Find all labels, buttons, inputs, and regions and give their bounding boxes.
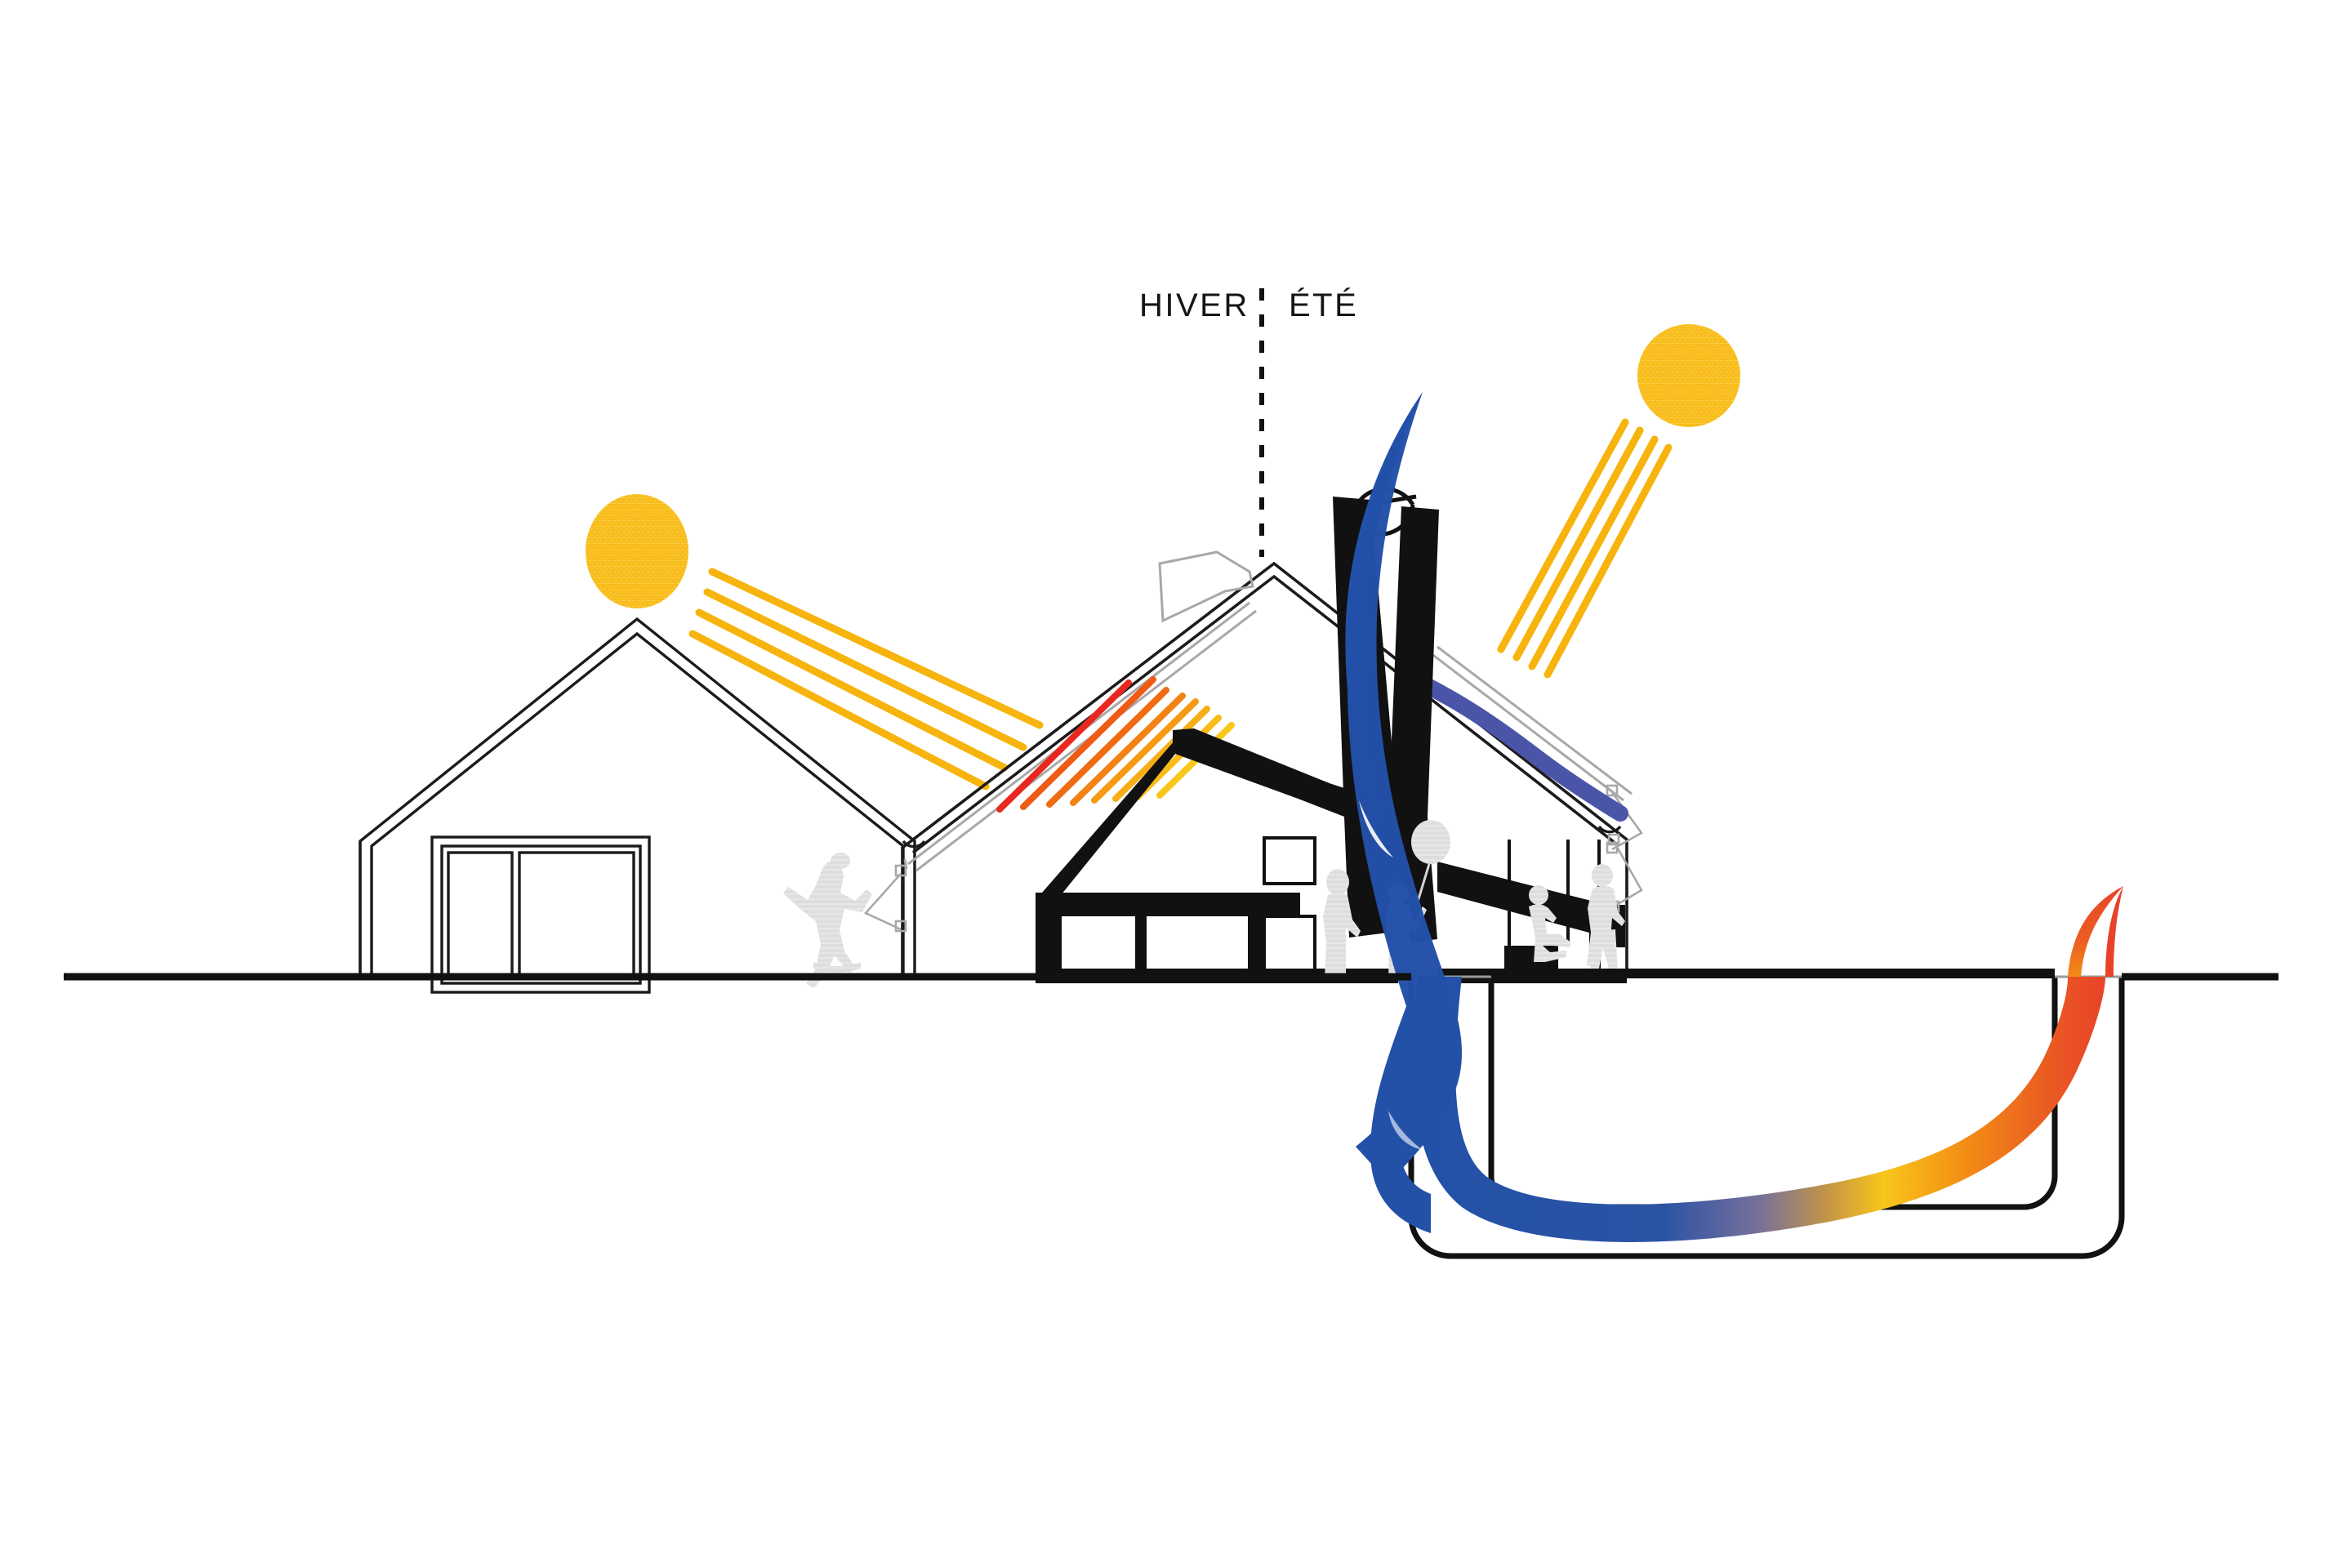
sun-summer xyxy=(1497,324,1740,679)
figure-seated xyxy=(1529,885,1571,962)
interior-heat-gradient-lines xyxy=(996,676,1235,813)
balloon xyxy=(1411,820,1450,864)
eave-shade-detail-left xyxy=(863,864,907,933)
center-section-envelope xyxy=(901,561,1628,977)
figure-woman-standing xyxy=(1323,869,1361,978)
eave-hook-right xyxy=(1597,825,1622,834)
sun-summer-rays xyxy=(1497,418,1673,679)
roof-cooling-band xyxy=(1416,676,1628,822)
sun-winter xyxy=(586,494,1044,791)
season-label-winter: HIVER xyxy=(1139,287,1250,323)
airflow-ribbon-twist xyxy=(1359,800,1423,1150)
figure-walking xyxy=(1587,864,1625,973)
kitchen-faucet-icon xyxy=(1269,895,1294,915)
figure-skateboarder xyxy=(783,853,872,988)
eave-hook-left xyxy=(902,840,926,849)
roof-overhang-guides-right xyxy=(1430,645,1633,802)
wall-cabinet xyxy=(1263,836,1316,885)
geothermal-warm-riser xyxy=(2068,886,2123,977)
season-label-summer: ÉTÉ xyxy=(1289,287,1359,323)
geothermal-flow-ribbon xyxy=(1413,977,2105,1242)
airflow-ribbon xyxy=(1345,392,1463,1233)
sun-winter-rays xyxy=(688,568,1044,791)
